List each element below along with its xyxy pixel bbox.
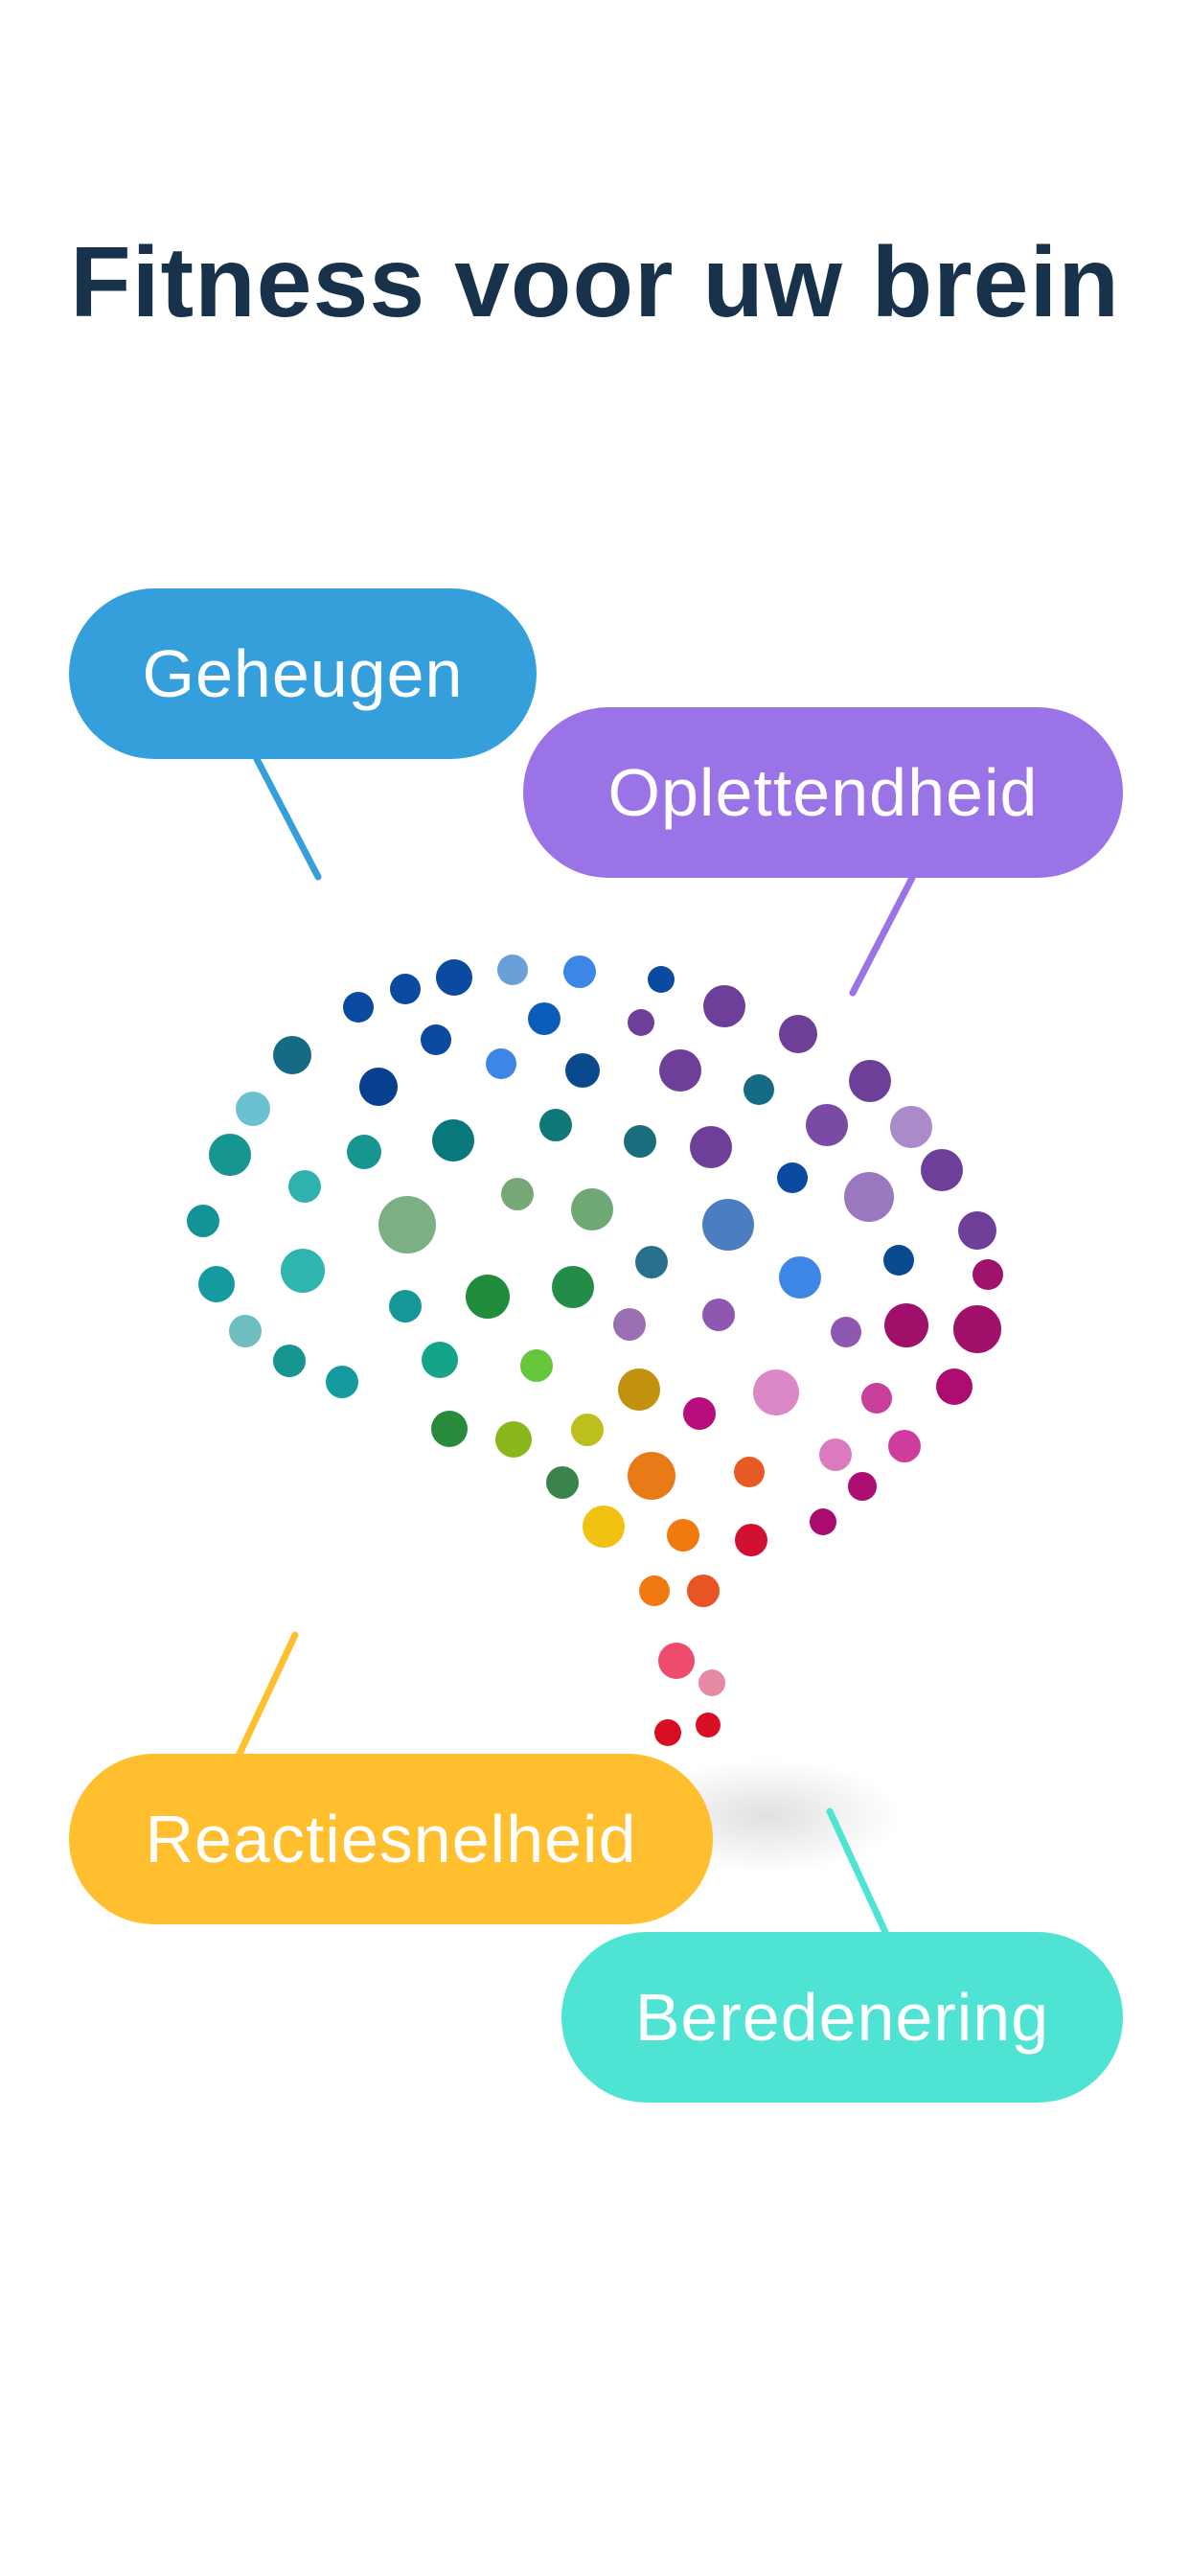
label-beredenering: Beredenering — [561, 1932, 1123, 2103]
brain-dot — [735, 1524, 767, 1556]
brain-dot — [359, 1068, 398, 1106]
brain-dot — [973, 1259, 1003, 1290]
brain-dot — [639, 1576, 670, 1606]
brain-dot — [953, 1305, 1001, 1353]
brain-dot — [819, 1438, 852, 1471]
brain-dot — [884, 1303, 928, 1347]
brain-dot — [635, 1246, 668, 1278]
brain-dot — [436, 959, 472, 996]
brain-dot — [806, 1104, 848, 1146]
connector-line — [236, 1631, 299, 1758]
brain-dot — [703, 985, 745, 1027]
brain-dot — [659, 1049, 701, 1092]
brain-dot — [844, 1172, 894, 1222]
brain-dot — [432, 1119, 474, 1162]
brain-dot — [571, 1414, 604, 1446]
brain-dot — [326, 1366, 358, 1398]
brain-dot — [281, 1249, 325, 1293]
brain-dot — [497, 954, 528, 985]
brain-dot — [539, 1109, 572, 1141]
brain-dot — [288, 1170, 321, 1203]
brain-dot — [702, 1199, 754, 1251]
brain-dot — [654, 1719, 681, 1746]
brain-dot — [466, 1275, 510, 1319]
brain-dot — [613, 1308, 646, 1341]
brain-dot — [849, 1060, 891, 1102]
brain-dot — [229, 1315, 262, 1347]
brain-dot — [753, 1369, 799, 1415]
brain-dot — [628, 1009, 654, 1036]
brain-dot — [273, 1036, 311, 1074]
brain-dot — [667, 1519, 699, 1552]
brain-dot — [565, 1053, 600, 1088]
brain-dot — [861, 1383, 892, 1414]
brain-dot — [848, 1472, 877, 1501]
brain-dot — [831, 1317, 861, 1347]
brain-dot — [744, 1074, 774, 1105]
brain-dot — [495, 1421, 532, 1458]
brain-dot — [378, 1196, 436, 1254]
brain-dot — [648, 966, 675, 993]
brain-dot — [501, 1178, 534, 1210]
brain-dot — [431, 1411, 468, 1447]
brain-dot — [690, 1126, 732, 1168]
connector-line — [849, 874, 916, 997]
brain-dot — [779, 1015, 817, 1053]
brain-dot — [390, 974, 421, 1004]
brain-dot — [702, 1299, 735, 1331]
brain-dot — [624, 1125, 656, 1158]
label-reactiesnelheid: Reactiesnelheid — [69, 1754, 713, 1924]
brain-dot — [779, 1256, 821, 1299]
brain-dot — [520, 1349, 553, 1382]
brain-dot — [618, 1368, 660, 1411]
brain-dot — [936, 1368, 973, 1405]
label-oplettendheid: Oplettendheid — [523, 707, 1123, 878]
brain-dot — [563, 955, 596, 988]
brain-dot — [628, 1452, 675, 1500]
brain-dot — [734, 1457, 765, 1487]
brain-dot — [486, 1048, 516, 1079]
brain-dot — [958, 1211, 996, 1250]
brain-dot — [683, 1397, 716, 1430]
brain-dot — [890, 1106, 932, 1148]
connector-line — [826, 1807, 889, 1936]
label-geheugen: Geheugen — [69, 588, 537, 759]
brain-dot — [658, 1643, 695, 1679]
brain-dot — [810, 1508, 836, 1535]
page-title: Fitness voor uw brein — [70, 227, 1120, 338]
brain-dot — [187, 1205, 219, 1237]
brain-dot — [687, 1575, 720, 1607]
brain-dot — [236, 1092, 270, 1126]
brain-dot — [546, 1466, 579, 1499]
brain-dot — [888, 1430, 921, 1462]
brain-dot — [273, 1345, 306, 1377]
brain-dot — [343, 992, 374, 1023]
brain-dot — [209, 1134, 251, 1176]
brain-dot — [347, 1135, 381, 1169]
brain-dot — [389, 1290, 422, 1322]
brain-dot — [528, 1002, 561, 1035]
brain-dot — [552, 1266, 594, 1308]
connector-line — [253, 755, 322, 881]
brain-dot — [198, 1266, 235, 1302]
brain-dot — [583, 1506, 625, 1548]
brain-dot — [883, 1245, 914, 1276]
brain-dot — [422, 1342, 458, 1378]
brain-dot — [698, 1669, 725, 1696]
brain-dot — [421, 1024, 451, 1055]
brain-dot — [696, 1713, 721, 1737]
brain-dot — [571, 1188, 613, 1230]
brain-dot — [921, 1149, 963, 1191]
brain-dot — [777, 1162, 808, 1193]
